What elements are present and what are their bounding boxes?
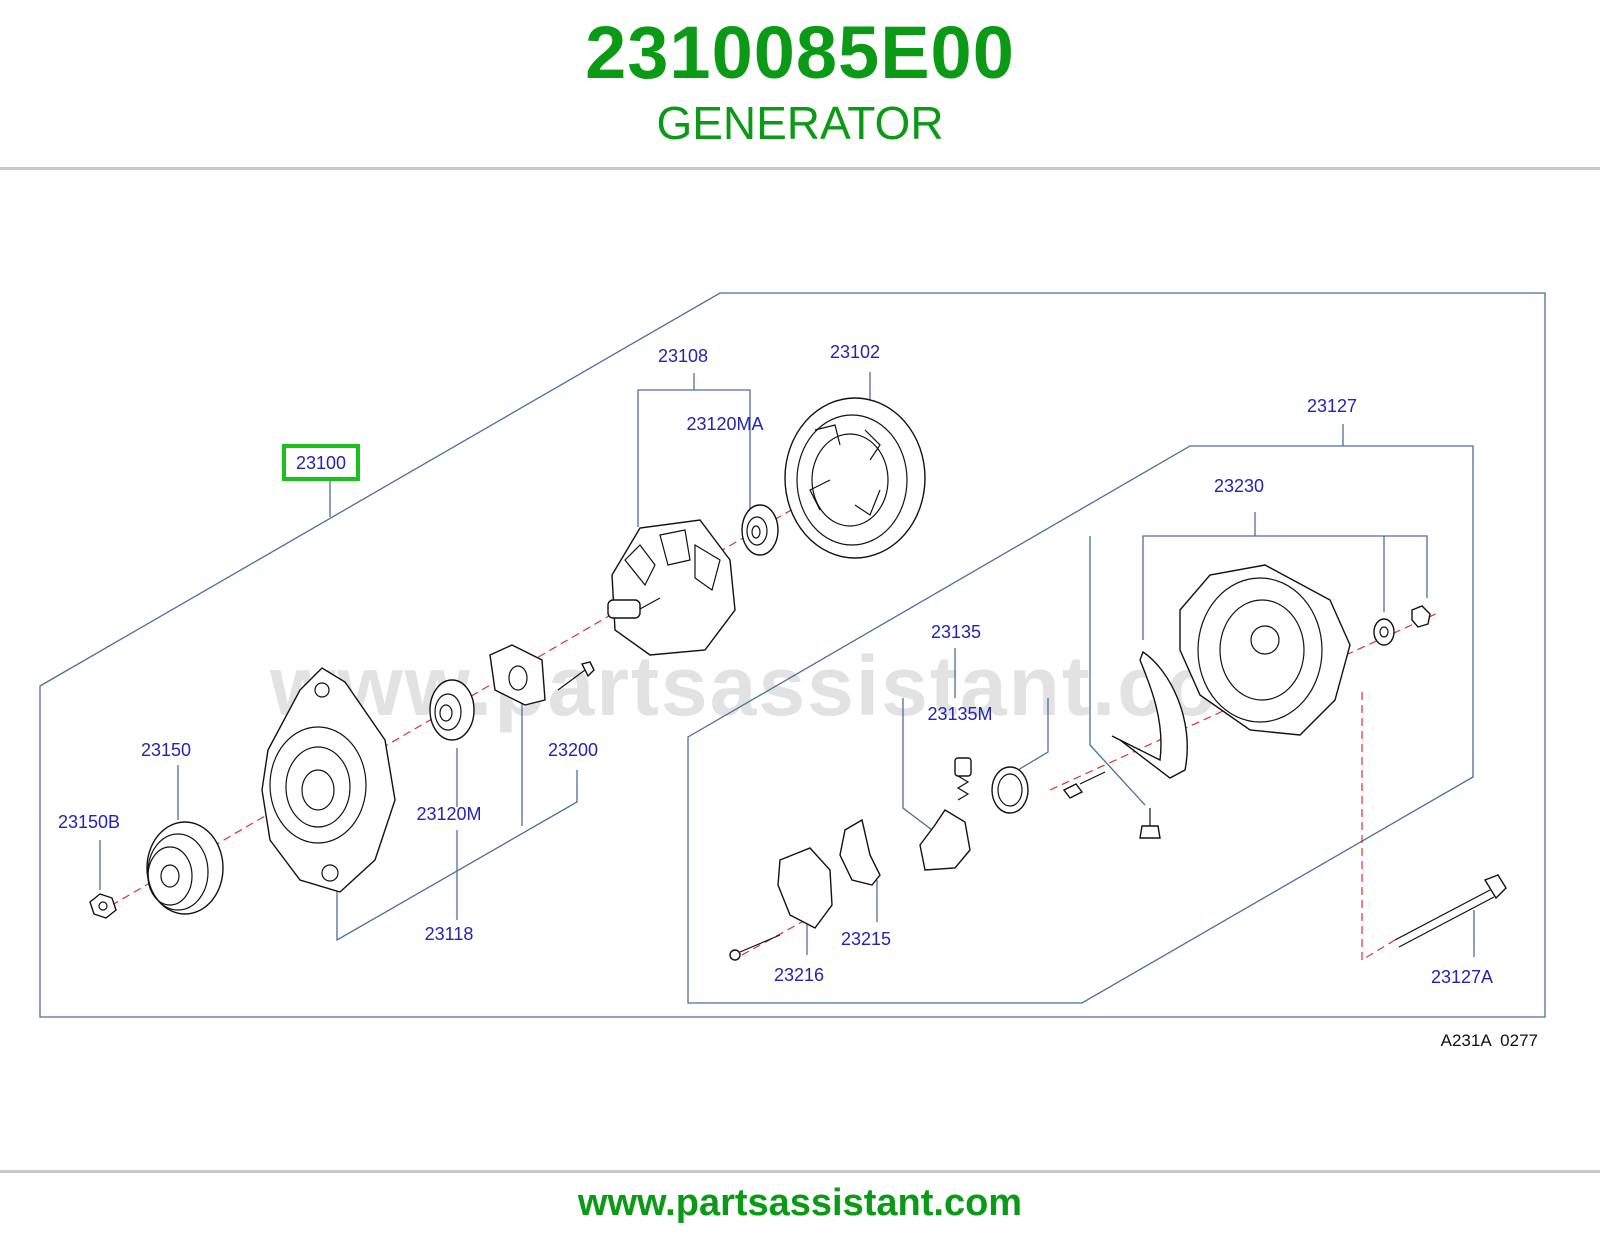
- callout-23230[interactable]: 23230: [1214, 476, 1264, 496]
- seal-23135m: [991, 766, 1029, 814]
- callout-23215[interactable]: 23215: [841, 929, 891, 949]
- assembly-frame-rear: [687, 445, 1474, 1004]
- part-number-title: 2310085E00: [585, 11, 1015, 94]
- callout-23102[interactable]: 23102: [830, 342, 880, 362]
- bolts-23230: [1062, 771, 1161, 839]
- nut-23150b: [89, 893, 117, 919]
- cover-23230: [1111, 650, 1188, 779]
- callout-23150[interactable]: 23150: [141, 740, 191, 760]
- assembly-frame-outer: [39, 292, 1546, 1018]
- through-bolt-23127a: [1394, 874, 1507, 948]
- footer-website-link[interactable]: www.partsassistant.com: [577, 1182, 1023, 1224]
- callout-23150b[interactable]: 23150B: [58, 812, 120, 832]
- part-name-subtitle: GENERATOR: [656, 97, 944, 149]
- stator-23102: [784, 397, 926, 559]
- header-divider: [0, 167, 1600, 170]
- nuts-23230: [1373, 605, 1431, 646]
- callout-23135[interactable]: 23135: [931, 622, 981, 642]
- callout-23135m[interactable]: 23135M: [927, 704, 992, 724]
- rotor-23108: [607, 519, 736, 656]
- bearing-23120m: [429, 679, 475, 741]
- selected-part-highlight: [282, 444, 360, 481]
- callout-23127a[interactable]: 23127A: [1431, 967, 1493, 987]
- callout-23120m[interactable]: 23120M: [416, 804, 481, 824]
- callout-23216[interactable]: 23216: [774, 965, 824, 985]
- regulator-23216: [777, 847, 833, 929]
- retainer-plate: [489, 644, 546, 706]
- pulley-23150: [146, 821, 224, 915]
- screw-23216: [729, 934, 781, 961]
- callout-23100[interactable]: 23100: [296, 453, 346, 473]
- front-bracket-23118: [261, 667, 396, 893]
- callout-23108[interactable]: 23108: [658, 346, 708, 366]
- callout-23118[interactable]: 23118: [425, 924, 474, 944]
- brush-holder-23135: [919, 757, 972, 871]
- callout-23200[interactable]: 23200: [548, 740, 598, 760]
- rear-bracket-23127: [1179, 564, 1351, 736]
- page-header: 2310085E00 GENERATOR: [0, 0, 1600, 168]
- plate-23215: [839, 818, 881, 886]
- leader-lines: [99, 372, 1475, 957]
- diagram-reference-code: A231A 0277: [1441, 1031, 1538, 1050]
- screw-23200: [557, 661, 595, 691]
- callout-23127[interactable]: 23127: [1307, 396, 1357, 416]
- footer-divider: [0, 1170, 1600, 1173]
- bearing-23120ma: [741, 504, 779, 556]
- callout-23120ma[interactable]: 23120MA: [686, 414, 763, 434]
